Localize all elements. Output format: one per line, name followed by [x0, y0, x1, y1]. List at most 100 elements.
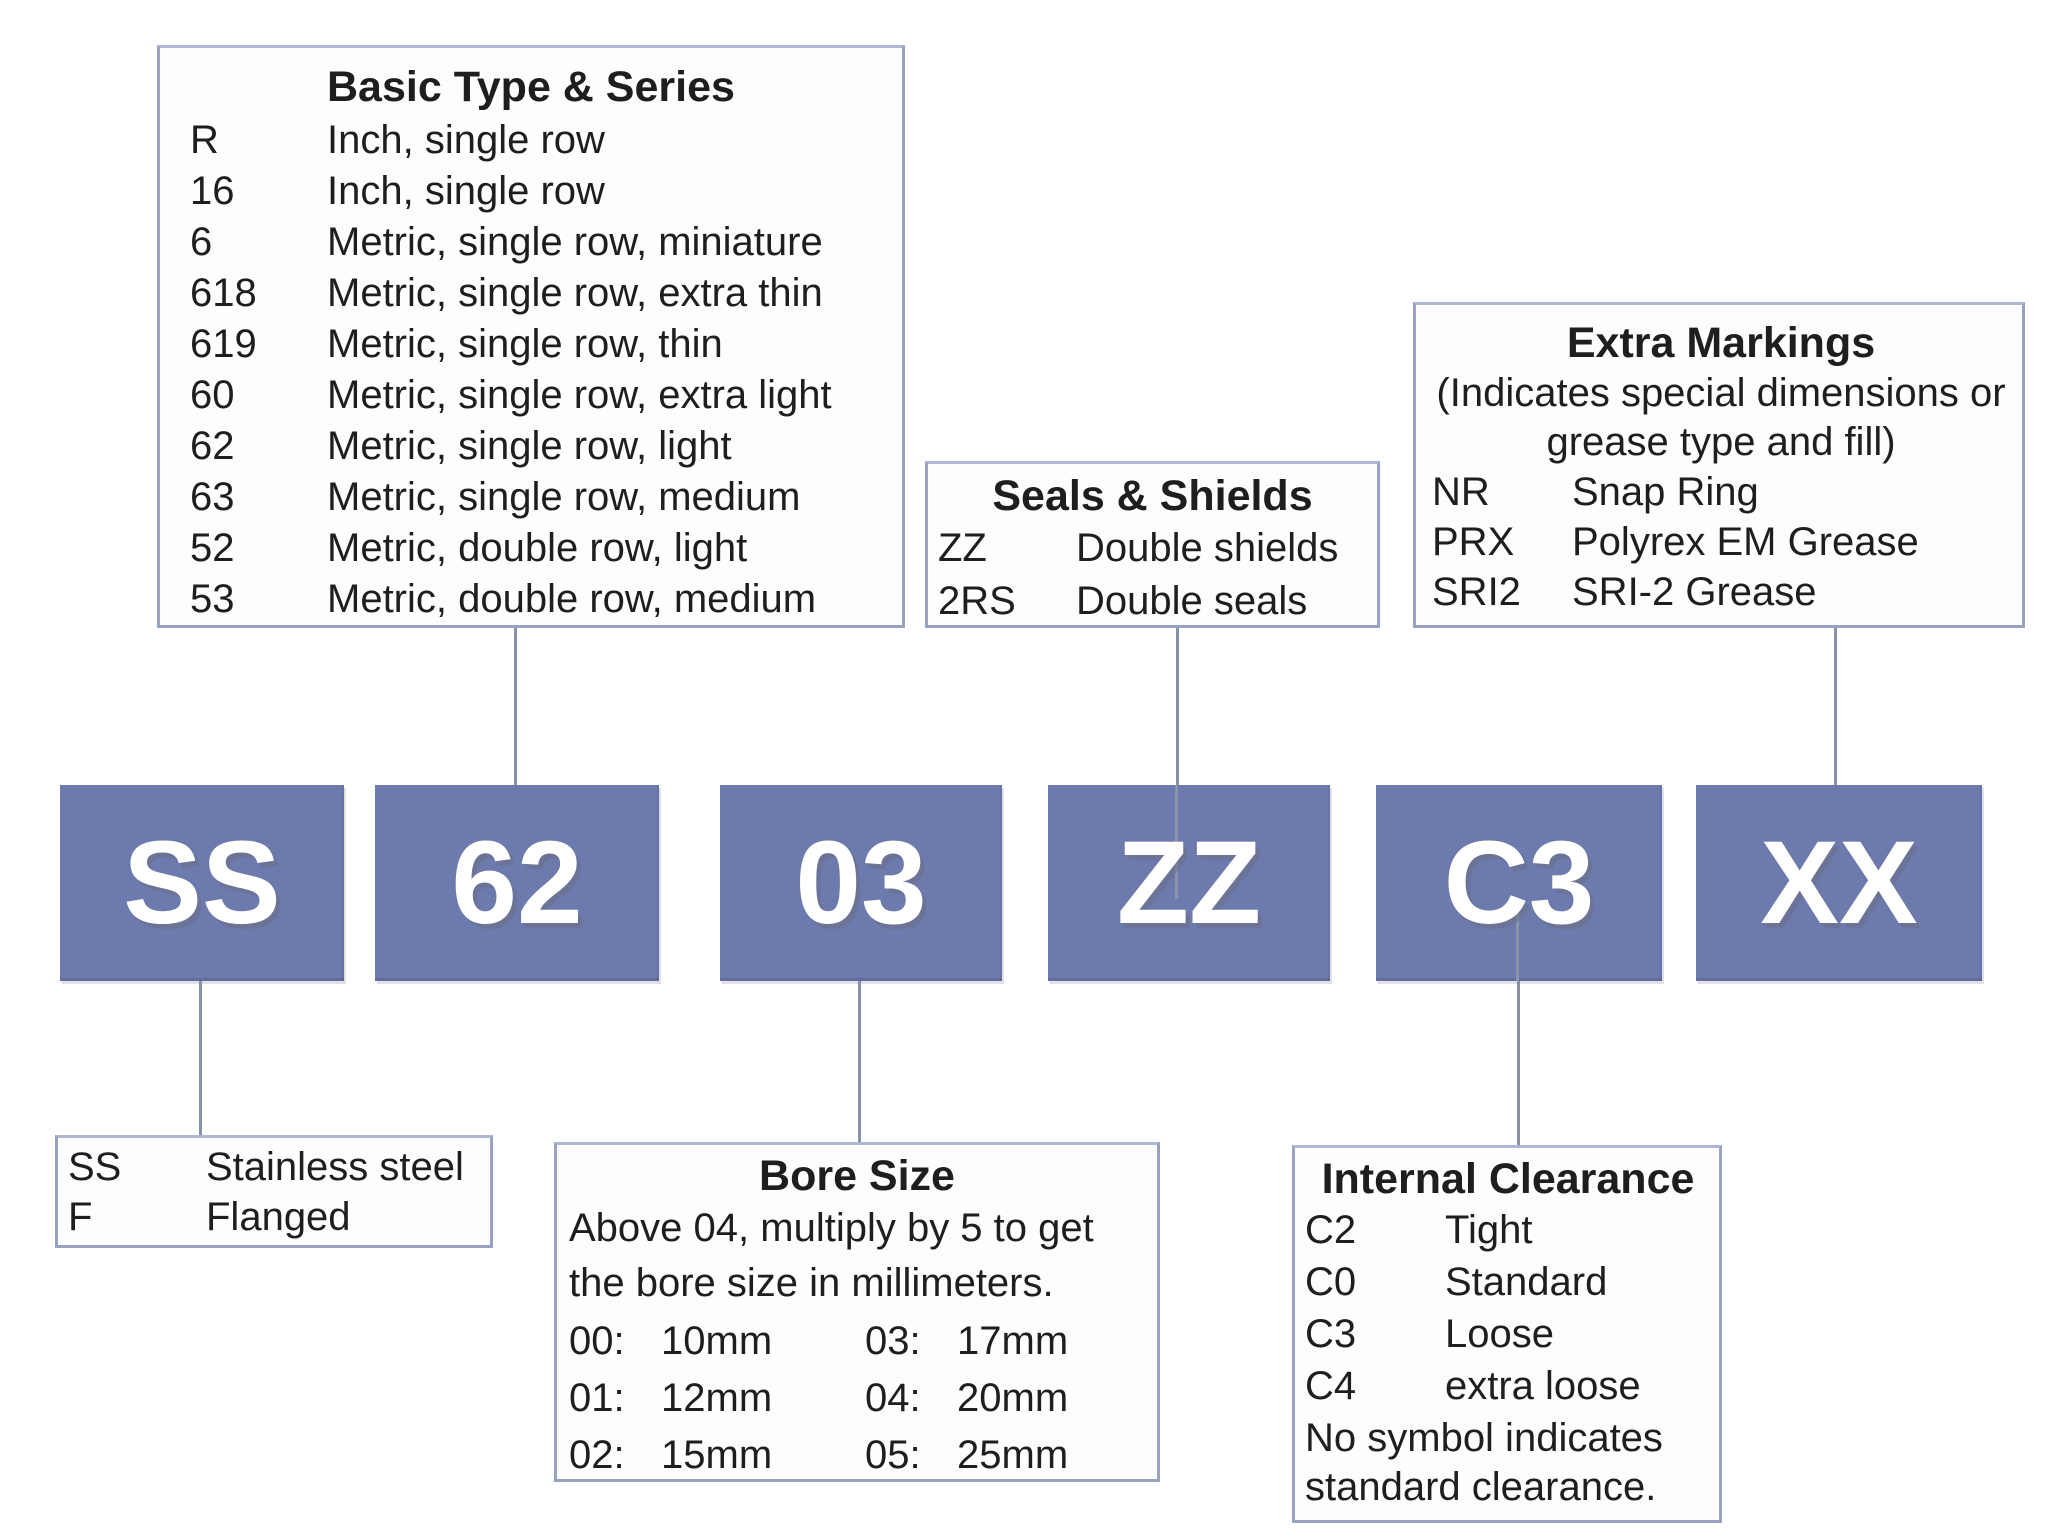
- code-cell: C3: [1305, 1312, 1357, 1356]
- table-row: 619 Metric, single row, thin: [190, 319, 884, 370]
- desc-cell: SRI-2 Grease: [1572, 570, 1817, 614]
- table-row: 2RS Double seals: [938, 575, 1367, 628]
- table-row: 63 Metric, single row, medium: [190, 472, 884, 523]
- table-row: C2 Tight: [1305, 1204, 1711, 1256]
- table-row: C0 Standard: [1305, 1256, 1711, 1308]
- table-row: ZZ Double shields: [938, 522, 1367, 575]
- segment-label: ZZ: [1116, 817, 1262, 949]
- bore-size-description: Above 04, multiply by 5 to get the bore …: [569, 1206, 1094, 1305]
- code-cell: R: [190, 118, 219, 162]
- code-cell: 53: [190, 577, 235, 621]
- code-cell: 05:: [865, 1433, 921, 1477]
- value-cell: 17mm: [957, 1319, 1069, 1363]
- code-cell: 52: [190, 526, 235, 570]
- table-row: 16 Inch, single row: [190, 166, 884, 217]
- desc-cell: Loose: [1445, 1312, 1554, 1356]
- table-row: 62 Metric, single row, light: [190, 421, 884, 472]
- table-row: F Flanged: [68, 1192, 482, 1242]
- code-cell: 60: [190, 373, 235, 417]
- table-row: C4 extra loose: [1305, 1360, 1711, 1412]
- table-row: C3 Loose: [1305, 1308, 1711, 1360]
- code-cell: 618: [190, 271, 257, 315]
- part-code-segment-62: 62: [375, 785, 659, 981]
- code-cell: ZZ: [938, 526, 987, 570]
- code-cell: 16: [190, 169, 235, 213]
- desc-cell: Polyrex EM Grease: [1572, 520, 1919, 564]
- desc-cell: Metric, single row, light: [327, 424, 732, 468]
- connector-line-c3-to-clearance: [1517, 981, 1520, 1145]
- part-code-segment-zz: ZZ: [1048, 785, 1330, 981]
- desc-cell: Tight: [1445, 1208, 1533, 1252]
- code-cell: 63: [190, 475, 235, 519]
- desc-cell: Standard: [1445, 1260, 1608, 1304]
- desc-cell: Metric, single row, miniature: [327, 220, 823, 264]
- desc-cell: Metric, double row, medium: [327, 577, 817, 621]
- desc-cell: Flanged: [206, 1195, 351, 1239]
- desc-cell: Metric, double row, light: [327, 526, 748, 570]
- code-cell: C4: [1305, 1364, 1357, 1408]
- internal-clearance-box: Internal Clearance C2 Tight C0 Standard …: [1292, 1145, 1722, 1523]
- desc-cell: Metric, single row, extra light: [327, 373, 832, 417]
- code-cell: SS: [68, 1145, 122, 1189]
- bore-size-table: 00: 10mm 01: 12mm 02: 15mm 03: 17mm 04: …: [569, 1313, 1145, 1484]
- desc-cell: Double seals: [1076, 579, 1308, 623]
- segment-label: XX: [1760, 817, 1918, 949]
- material-box: SS Stainless steel F Flanged: [55, 1135, 493, 1248]
- code-cell: 02:: [569, 1433, 625, 1477]
- code-cell: 62: [190, 424, 235, 468]
- desc-cell: Inch, single row: [327, 118, 605, 162]
- desc-cell: Stainless steel: [206, 1145, 464, 1189]
- basic-type-series-title: Basic Type & Series: [327, 63, 735, 111]
- code-cell: 2RS: [938, 579, 1016, 623]
- part-code-segment-c3: C3: [1376, 785, 1662, 981]
- code-cell: NR: [1432, 470, 1490, 514]
- desc-cell: Double shields: [1076, 526, 1339, 570]
- table-row: 53 Metric, double row, medium: [190, 574, 884, 625]
- desc-cell: Inch, single row: [327, 169, 605, 213]
- table-row: R Inch, single row: [190, 115, 884, 166]
- connector-line-03-to-bore: [858, 981, 861, 1142]
- desc-cell: Metric, single row, medium: [327, 475, 801, 519]
- code-cell: PRX: [1432, 520, 1515, 564]
- value-cell: 10mm: [661, 1319, 773, 1363]
- table-row: SS Stainless steel: [68, 1142, 482, 1192]
- segment-label: SS: [123, 817, 281, 949]
- code-cell: 00:: [569, 1319, 625, 1363]
- code-cell: 01:: [569, 1376, 625, 1420]
- connector-line-seals-to-zz: [1176, 628, 1179, 785]
- value-cell: 20mm: [957, 1376, 1069, 1420]
- internal-clearance-title: Internal Clearance: [1321, 1155, 1695, 1203]
- bore-size-box: Bore Size Above 04, multiply by 5 to get…: [554, 1142, 1160, 1482]
- part-code-segment-ss: SS: [60, 785, 344, 981]
- seals-shields-box: Seals & Shields ZZ Double shields 2RS Do…: [925, 461, 1380, 628]
- table-row: 618 Metric, single row, extra thin: [190, 268, 884, 319]
- table-row: 60 Metric, single row, extra light: [190, 370, 884, 421]
- table-row: 04: 20mm: [865, 1370, 1145, 1427]
- internal-clearance-note: No symbol indicates standard clearance.: [1305, 1416, 1663, 1509]
- table-row: 00: 10mm: [569, 1313, 865, 1370]
- table-row: 03: 17mm: [865, 1313, 1145, 1370]
- segment-label: 03: [795, 817, 927, 949]
- basic-type-series-box: Basic Type & Series R Inch, single row 1…: [157, 45, 905, 628]
- extra-markings-box: Extra Markings (Indicates special dimens…: [1413, 302, 2025, 628]
- desc-cell: extra loose: [1445, 1364, 1641, 1408]
- connector-line-tail: [1516, 910, 1519, 981]
- connector-line-ss-to-material: [199, 981, 202, 1135]
- table-row: NR Snap Ring: [1432, 467, 2010, 517]
- table-row: PRX Polyrex EM Grease: [1432, 517, 2010, 567]
- table-row: 02: 15mm: [569, 1427, 865, 1484]
- desc-cell: Snap Ring: [1572, 470, 1759, 514]
- code-cell: 619: [190, 322, 257, 366]
- seals-shields-title: Seals & Shields: [992, 472, 1313, 520]
- value-cell: 12mm: [661, 1376, 773, 1420]
- segment-label: 62: [451, 817, 583, 949]
- value-cell: 15mm: [661, 1433, 773, 1477]
- code-cell: 6: [190, 220, 213, 264]
- code-cell: C2: [1305, 1208, 1357, 1252]
- table-row: 05: 25mm: [865, 1427, 1145, 1484]
- extra-markings-title: Extra Markings: [1566, 319, 1876, 367]
- connector-line-tail: [1175, 785, 1178, 899]
- desc-cell: Metric, single row, extra thin: [327, 271, 823, 315]
- code-cell: SRI2: [1432, 570, 1521, 614]
- part-code-segment-03: 03: [720, 785, 1002, 981]
